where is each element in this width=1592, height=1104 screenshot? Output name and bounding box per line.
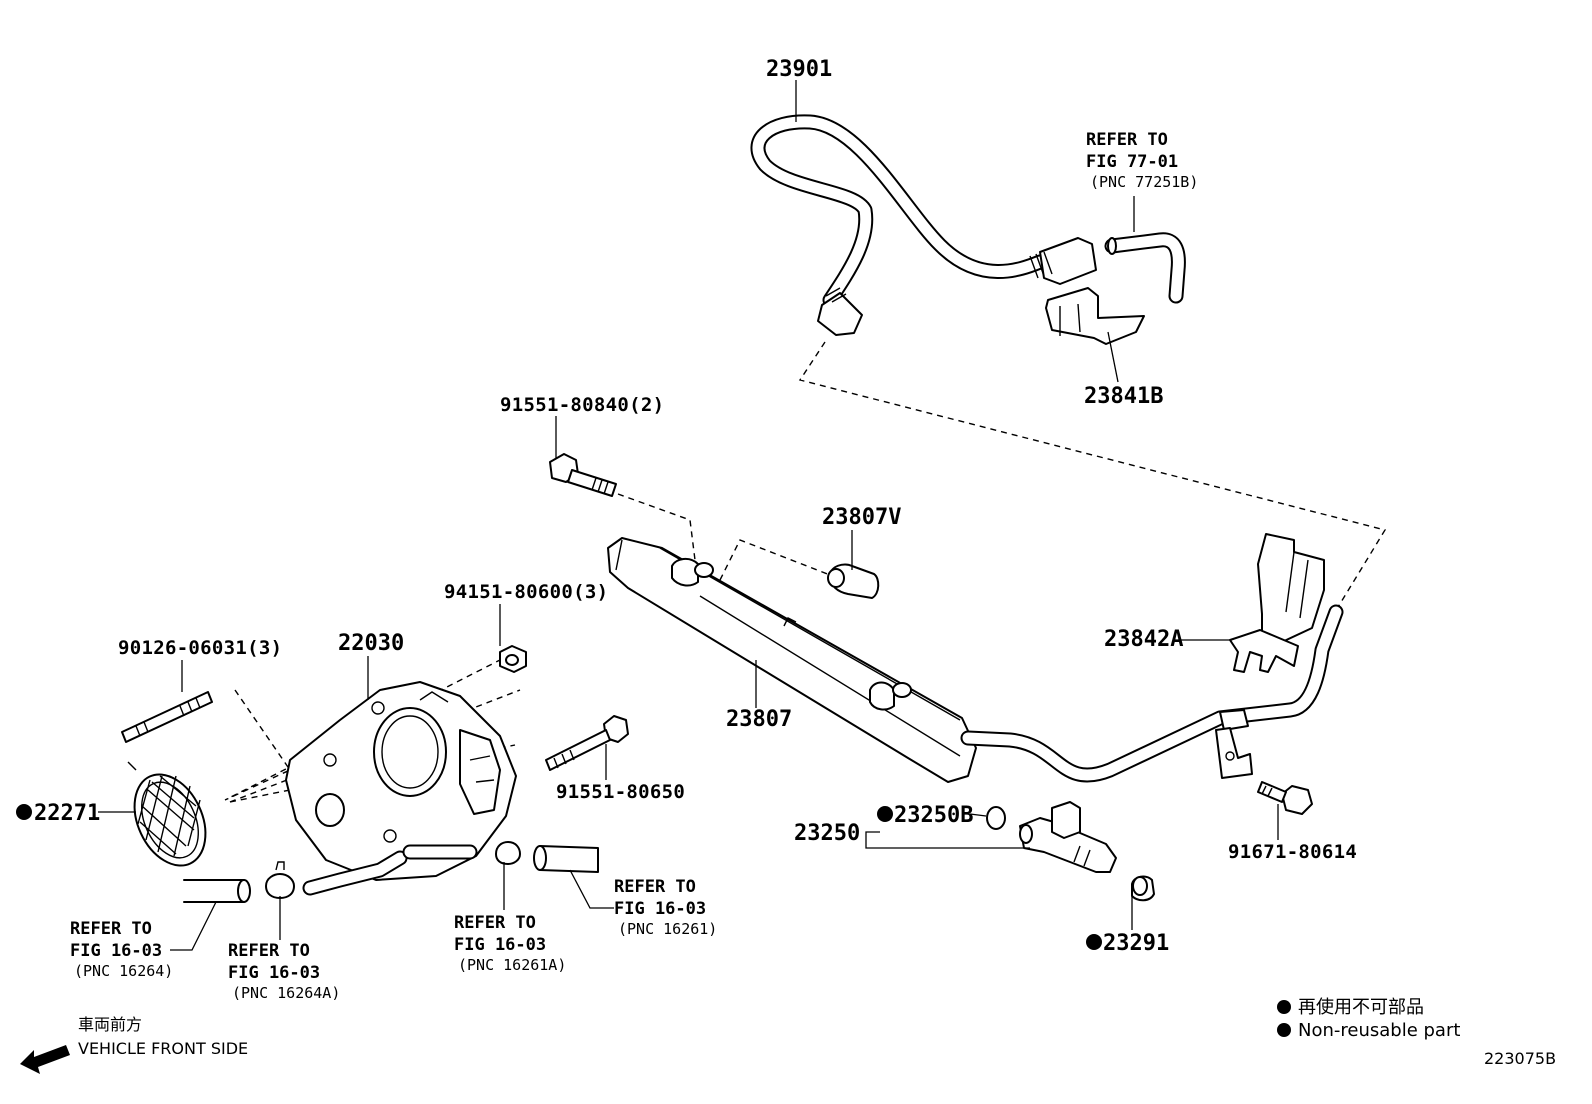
non-reusable-dot-gasket (16, 804, 32, 820)
part-label-clip-23841b: 23841B (1084, 384, 1163, 409)
part-label-insulator: 23291 (1103, 931, 1169, 956)
delivery-pipe-drawing (607, 537, 977, 783)
part-label-stud: 90126-06031(3) (118, 637, 282, 659)
ref-16264-line3: (PNC 16264) (74, 962, 173, 980)
part-label-bolt-upper: 91551-80840(2) (500, 394, 664, 416)
legend-dot-en (1277, 1023, 1291, 1037)
front-text-en: VEHICLE FRONT SIDE (78, 1039, 248, 1058)
front-text-jp: 車両前方 (78, 1015, 142, 1034)
part-label-delivery-pipe: 23807 (726, 707, 792, 732)
o-ring-drawing (986, 806, 1006, 830)
injector-drawing (1019, 801, 1117, 873)
part-label-clip-23842a: 23842A (1104, 627, 1183, 652)
ref-note-pnc16261a: REFER TO FIG 16-03 (PNC 16261A) (454, 913, 566, 974)
ref-fig77-line2: FIG 77-01 (1086, 152, 1178, 172)
fuel-hose-drawing (750, 114, 1097, 336)
non-reusable-dot-o-ring (877, 806, 893, 822)
spacer-drawing (827, 563, 880, 599)
clip-23841b-drawing (1045, 287, 1145, 345)
vehicle-front-indicator: 車両前方 VEHICLE FRONT SIDE (20, 1015, 248, 1074)
legend-text-en: Non-reusable part (1298, 1020, 1460, 1041)
nut-drawing (499, 645, 527, 673)
bolt-lower-drawing (545, 715, 629, 771)
ref-16264a-line1: REFER TO (228, 941, 310, 961)
part-label-spacer: 23807V (822, 505, 901, 530)
figure-id: 223075B (1484, 1049, 1556, 1068)
ref-16264-line2: FIG 16-03 (70, 941, 162, 961)
throttle-body-drawing (285, 681, 517, 896)
stud-drawing (121, 691, 213, 743)
clip-23842a-drawing (1229, 533, 1325, 673)
part-label-o-ring: 23250B (894, 803, 973, 828)
fuel-pipe-drawing (960, 604, 1344, 783)
ref-fig77-line3: (PNC 77251B) (1090, 173, 1198, 191)
part-label-bolt-lower: 91551-80650 (556, 781, 685, 803)
ref-16261a-line2: FIG 16-03 (454, 935, 546, 955)
part-label-nut: 94151-80600(3) (444, 581, 608, 603)
ref-16261-line2: FIG 16-03 (614, 899, 706, 919)
ref-note-fig77: REFER TO FIG 77-01 (PNC 77251B) (1086, 130, 1198, 191)
ref-16261-line1: REFER TO (614, 877, 696, 897)
ref-16264a-line3: (PNC 16264A) (232, 984, 340, 1002)
legend-text-jp: 再使用不可部品 (1298, 997, 1424, 1018)
reference-tube-77251b (1104, 232, 1186, 304)
part-label-bolt-right: 91671-80614 (1228, 841, 1357, 863)
legend-dot-jp (1277, 1000, 1291, 1014)
lower-hoses-drawing (183, 841, 599, 903)
ref-16264a-line2: FIG 16-03 (228, 963, 320, 983)
bolt-right-drawing (1257, 781, 1313, 815)
ref-16261a-line1: REFER TO (454, 913, 536, 933)
ref-note-pnc16264a: REFER TO FIG 16-03 (PNC 16264A) (228, 941, 340, 1002)
ref-16264-line1: REFER TO (70, 919, 152, 939)
ref-fig77-line1: REFER TO (1086, 130, 1168, 150)
ref-note-pnc16264: REFER TO FIG 16-03 (PNC 16264) (70, 919, 173, 980)
bolt-upper-drawing (549, 453, 617, 497)
part-label-injector: 23250 (794, 821, 860, 846)
ref-note-pnc16261: REFER TO FIG 16-03 (PNC 16261) (614, 877, 717, 938)
part-label-fuel-hose: 23901 (766, 57, 832, 82)
ref-16261-line3: (PNC 16261) (618, 920, 717, 938)
front-arrow-icon (20, 1045, 70, 1074)
gasket-drawing (127, 761, 207, 867)
legend: 再使用不可部品 Non-reusable part (1277, 997, 1460, 1041)
part-label-gasket: 22271 (34, 801, 100, 826)
insulator-drawing (1131, 875, 1155, 902)
leader-lines (98, 80, 1279, 951)
non-reusable-dot-insulator (1086, 934, 1102, 950)
part-label-throttle-body: 22030 (338, 631, 404, 656)
ref-16261a-line3: (PNC 16261A) (458, 956, 566, 974)
